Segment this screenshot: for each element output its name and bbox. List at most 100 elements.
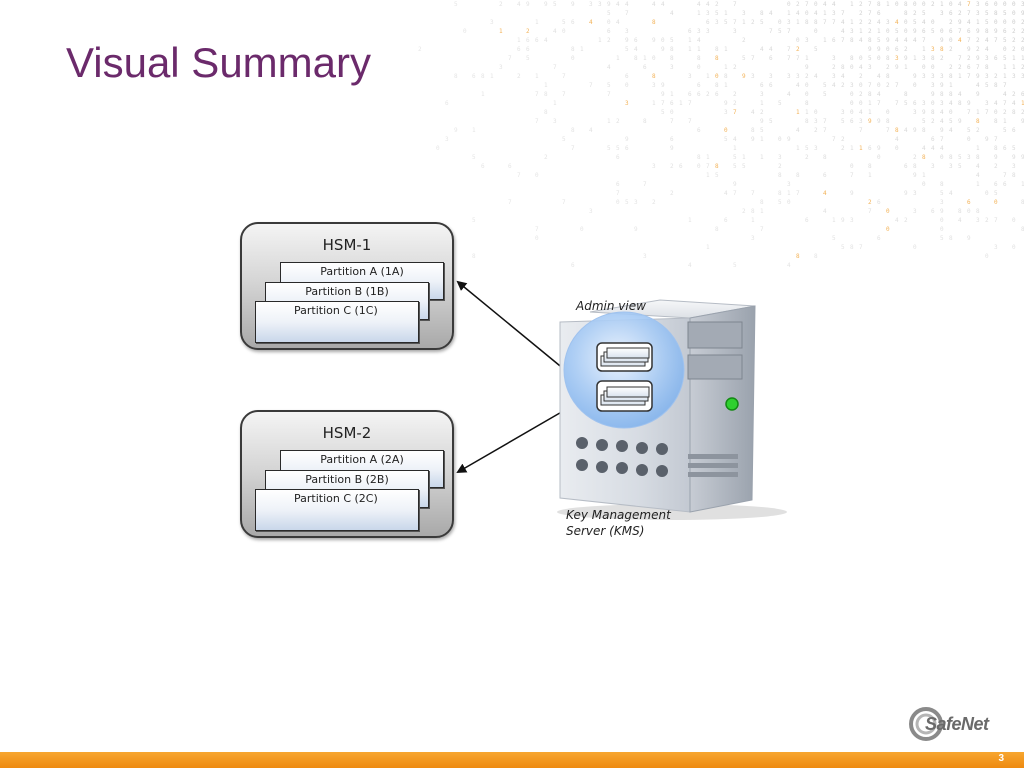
background-digit: 5 [940, 190, 944, 197]
background-digit: 3 [742, 10, 746, 17]
background-digit: 8 [985, 28, 989, 35]
background-digit: 6 [715, 91, 719, 98]
background-digit: 7 [823, 127, 827, 134]
background-digit: 9 [652, 37, 656, 44]
background-digit: 8 [994, 118, 998, 125]
background-digit: 5 [1003, 10, 1007, 17]
background-digit: 0 [913, 244, 917, 251]
background-digit: 7 [967, 109, 971, 116]
background-digit: 7 [895, 82, 899, 89]
background-digit: 5 [715, 10, 719, 17]
background-digit: 4 [958, 37, 962, 44]
background-digit: 9 [841, 217, 845, 224]
background-digit: 3 [967, 154, 971, 161]
background-digit: 0 [931, 100, 935, 107]
background-digit: 4 [877, 19, 881, 26]
background-digit: 1 [697, 46, 701, 53]
background-digit: 6 [1021, 91, 1024, 98]
background-digit: 5 [949, 118, 953, 125]
background-digit: 1 [760, 100, 764, 107]
background-digit: 0 [967, 136, 971, 143]
background-digit: 2 [733, 64, 737, 71]
background-digit: 3 [769, 73, 773, 80]
background-digit: 0 [535, 235, 539, 242]
background-digit: 9 [544, 1, 548, 8]
background-digit: 7 [832, 19, 836, 26]
background-digit: 9 [940, 37, 944, 44]
background-digit: 9 [940, 208, 944, 215]
background-digit: 1 [949, 82, 953, 89]
background-digit: 9 [958, 19, 962, 26]
background-digit: 1 [679, 100, 683, 107]
background-digit: 5 [958, 154, 962, 161]
background-digit: 0 [805, 91, 809, 98]
background-digit: 0 [1012, 1, 1016, 8]
background-digit: 8 [868, 163, 872, 170]
background-digit: 6 [949, 10, 953, 17]
background-digit: 3 [940, 100, 944, 107]
background-digit: 9 [976, 91, 980, 98]
background-digit: 1 [652, 100, 656, 107]
background-digit: 6 [832, 37, 836, 44]
background-digit: 2 [751, 19, 755, 26]
background-digit: 8 [976, 208, 980, 215]
background-digit: 2 [949, 64, 953, 71]
background-digit: 4 [616, 19, 620, 26]
background-digit: 2 [805, 73, 809, 80]
background-digit: 3 [652, 82, 656, 89]
background-digit: 7 [994, 136, 998, 143]
background-digit: 4 [931, 145, 935, 152]
background-digit: 2 [886, 64, 890, 71]
background-digit: 0 [571, 55, 575, 62]
background-digit: 9 [670, 145, 674, 152]
background-digit: 1 [976, 181, 980, 188]
background-digit: 4 [994, 100, 998, 107]
background-digit: 5 [562, 19, 566, 26]
background-digit: 6 [1003, 145, 1007, 152]
background-digit: 0 [670, 109, 674, 116]
background-digit: 2 [526, 28, 530, 35]
background-digit: 8 [958, 208, 962, 215]
background-digit: 0 [535, 172, 539, 179]
background-digit: 3 [850, 217, 854, 224]
hsm-title: HSM-2 [322, 424, 372, 442]
background-digit: 8 [841, 64, 845, 71]
background-digit: 3 [499, 64, 503, 71]
background-digit: 5 [733, 154, 737, 161]
background-digit: 5 [553, 1, 557, 8]
background-digit: 9 [967, 46, 971, 53]
background-digit: 2 [1012, 37, 1016, 44]
background-digit: 0 [877, 154, 881, 161]
background-digit: 9 [607, 1, 611, 8]
background-digit: 8 [913, 163, 917, 170]
background-digit: 3 [1012, 73, 1016, 80]
background-digit: 1 [1003, 64, 1007, 71]
background-digit: 1 [868, 109, 872, 116]
background-digit: 9 [751, 136, 755, 143]
arrow-to-hsm-2 [456, 409, 566, 474]
background-digit: 3 [976, 10, 980, 17]
background-digit: 4 [904, 127, 908, 134]
partition-stack-icon [596, 380, 653, 412]
background-digit: 8 [931, 109, 935, 116]
background-digit: 3 [796, 73, 800, 80]
background-digit: 5 [985, 82, 989, 89]
background-digit: 6 [967, 199, 971, 206]
background-digit: 4 [787, 91, 791, 98]
background-digit: 9 [976, 28, 980, 35]
background-digit: 2 [868, 19, 872, 26]
background-digit: 0 [904, 19, 908, 26]
background-digit: 7 [616, 190, 620, 197]
background-digit: 3 [553, 118, 557, 125]
background-digit: 6 [616, 154, 620, 161]
background-digit: 2 [418, 46, 422, 53]
background-digit: 1 [1021, 100, 1024, 107]
background-digit: 6 [571, 19, 575, 26]
background-digit: 0 [805, 82, 809, 89]
background-digit: 1 [859, 28, 863, 35]
background-digit: 9 [661, 82, 665, 89]
background-digit: 0 [580, 226, 584, 233]
background-digit: 4 [670, 10, 674, 17]
background-digit: 8 [850, 244, 854, 251]
background-digit: 3 [805, 37, 809, 44]
